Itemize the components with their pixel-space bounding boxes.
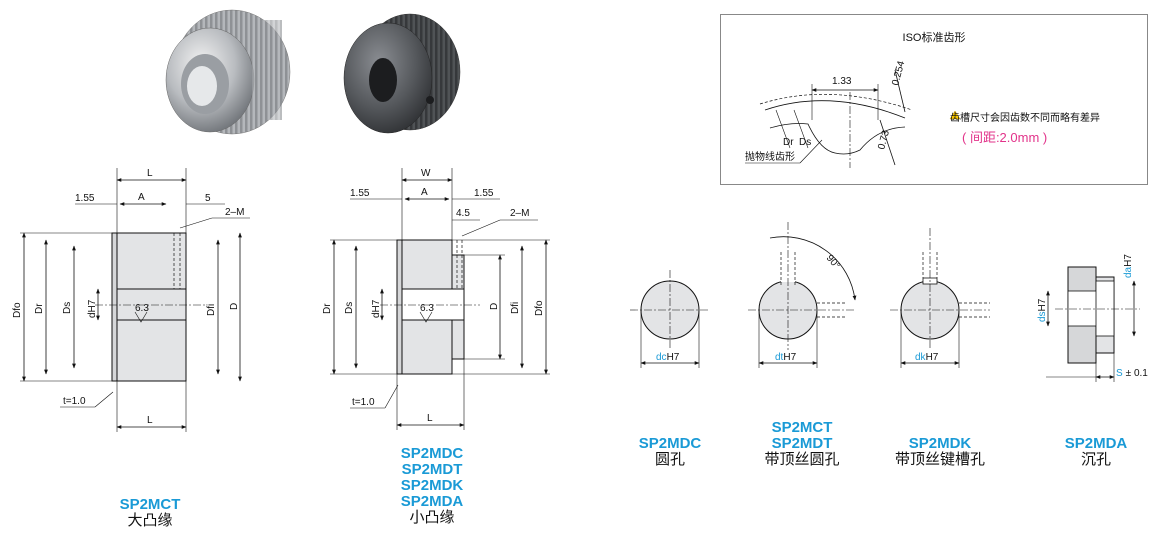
iso-ds-dim: Ds	[799, 137, 811, 148]
left-dim-dr: Dr	[34, 303, 45, 314]
drawing-large-flange: L A 1.55 5 2–M Dfo Dr Ds dH7 Dfi D 6.3 L…	[12, 168, 250, 432]
left-dim-t: t=1.0	[63, 396, 86, 407]
caption-code: SP2MDA	[1064, 435, 1128, 452]
mid-dim-t: t=1.0	[352, 397, 375, 408]
warning-icon	[949, 110, 961, 120]
caption-name: 沉孔	[1080, 451, 1111, 468]
caption-large-flange: SP2MCT 大凸缘	[90, 497, 210, 529]
caption-bore-keyway: SP2MDK 带顶丝键槽孔	[880, 436, 1000, 468]
left-dim-A: A	[138, 192, 145, 203]
caption-code: SP2MDK	[908, 435, 972, 452]
left-roughness: 6.3	[135, 303, 149, 314]
counterbore-ds-dim: dsH7	[1037, 298, 1048, 322]
caption-code: SP2MDC	[638, 435, 702, 452]
caption-name: 小凸缘	[409, 509, 455, 526]
bore-keyway-dim: dkH7	[915, 352, 939, 363]
iso-height2-dim: 0.73	[876, 129, 892, 151]
mid-roughness: 6.3	[420, 303, 434, 314]
caption-name: 带顶丝键槽孔	[894, 451, 985, 468]
iso-pitch: ( 间距:2.0mm )	[962, 130, 1048, 145]
caption-name: 大凸缘	[127, 512, 173, 529]
bore-view-counterbore: dsH7 daH7 S± 0.1	[1037, 254, 1148, 382]
caption-bore-round: SP2MDC 圆孔	[610, 436, 730, 468]
caption-bore-setscrew: SP2MCT SP2MDT 带顶丝圆孔	[742, 420, 862, 468]
caption-name: 带顶丝圆孔	[764, 451, 840, 468]
iso-dr-dim: Dr	[783, 137, 794, 148]
caption-code: SP2MDA	[400, 493, 464, 510]
drawing-small-flange: W A 1.55 1.55 4.5 2–M Dr Ds dH7 D Dfi Df…	[322, 168, 550, 430]
caption-code: SP2MCT	[119, 496, 181, 513]
left-dim-d: D	[229, 303, 240, 310]
setscrew-angle: 90°	[824, 253, 842, 272]
mid-dim-d: D	[489, 303, 500, 310]
bore-setscrew-dim: dtH7	[775, 352, 797, 363]
caption-bore-counterbore: SP2MDA 沉孔	[1036, 436, 1156, 468]
mid-dim-W: W	[421, 168, 431, 179]
mid-dim-2m: 2–M	[510, 208, 529, 219]
mid-dim-dfo: Dfo	[534, 300, 545, 316]
left-dim-dfi: Dfi	[206, 304, 217, 316]
left-dim-dh7: dH7	[87, 299, 98, 318]
pulley-photo-small-flange	[343, 13, 461, 134]
bore-view-round: dcH7	[630, 270, 710, 368]
mid-dim-L: L	[427, 413, 433, 424]
iso-note: 齿槽尺寸会因齿数不同而略有差异	[950, 113, 1100, 124]
bore-round-dim: dcH7	[656, 352, 680, 363]
left-dim-2m: 2–M	[225, 207, 244, 218]
iso-pitch-dim: 1.33	[832, 76, 852, 87]
caption-code: SP2MDC	[400, 445, 464, 462]
iso-parabola-label: 抛物线齿形	[745, 150, 795, 163]
left-dim-L-top: L	[147, 168, 153, 179]
iso-title: ISO标准齿形	[902, 32, 966, 44]
mid-dim-45: 4.5	[456, 208, 470, 219]
mid-dim-dr: Dr	[322, 303, 333, 314]
left-dim-ds: Ds	[62, 302, 73, 314]
caption-code: SP2MCT	[771, 419, 833, 436]
left-dim-155: 1.55	[75, 193, 95, 204]
mid-dim-ds: Ds	[344, 302, 355, 314]
iso-tooth-profile: 1.33 0.254 0.73 Dr Ds 抛物线齿形	[745, 59, 961, 168]
caption-code: SP2MDT	[401, 461, 463, 478]
mid-dim-dfi: Dfi	[510, 302, 521, 314]
mid-dim-dh7: dH7	[371, 299, 382, 318]
caption-code: SP2MDK	[400, 477, 464, 494]
caption-name: 圆孔	[654, 451, 685, 468]
mid-dim-155b: 1.55	[474, 188, 494, 199]
left-dim-5: 5	[205, 193, 211, 204]
left-dim-dfo: Dfo	[12, 302, 23, 318]
bore-view-keyway: dkH7	[890, 228, 990, 368]
iso-tooth-panel: ISO标准齿形 齿槽尺寸会因齿数不同而略有差异 ( 间距:2.0mm )	[720, 14, 1148, 185]
counterbore-da-dim: daH7	[1123, 254, 1134, 278]
counterbore-s-dim: S± 0.1	[1116, 368, 1148, 379]
caption-code: SP2MDT	[771, 435, 833, 452]
bore-view-setscrew: 90° dtH7	[748, 222, 857, 368]
caption-small-flange: SP2MDC SP2MDT SP2MDK SP2MDA 小凸缘	[372, 446, 492, 526]
mid-dim-A: A	[421, 187, 428, 198]
mid-dim-155a: 1.55	[350, 188, 370, 199]
left-dim-L-bottom: L	[147, 415, 153, 426]
pulley-photo-large-flange	[165, 9, 291, 135]
